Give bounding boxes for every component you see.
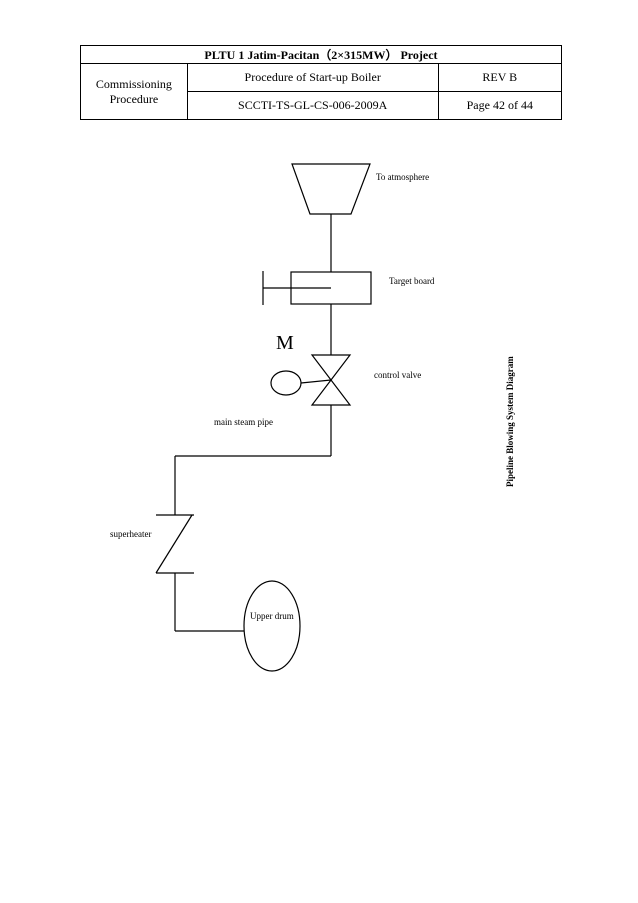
target-board-label: Target board: [389, 276, 435, 286]
valve-upper-triangle: [310, 354, 352, 381]
diagram-side-title: Pipeline Blowing System Diagram: [505, 356, 515, 487]
main-steam-pipe-label: main steam pipe: [214, 417, 273, 427]
revision-label: REV B: [437, 63, 563, 92]
valve-lower-triangle: [310, 379, 352, 406]
document-header: PLTU 1 Jatim-Pacitan（2×315MW） Project Co…: [80, 45, 563, 120]
to-atmosphere-label: To atmosphere: [376, 172, 429, 182]
superheater-label: superheater: [110, 529, 151, 539]
superheater-coil: [155, 514, 193, 574]
motor-symbol: M: [276, 332, 294, 354]
document-code: SCCTI-TS-GL-CS-006-2009A: [186, 91, 439, 120]
control-valve-label: control valve: [374, 370, 421, 380]
page-number: Page 42 of 44: [437, 91, 563, 120]
exhaust-funnel-shape: [291, 163, 371, 215]
valve-actuator-stem: [300, 379, 332, 384]
valve-actuator-circle: [270, 370, 302, 396]
upper-drum-label: Upper drum: [250, 611, 294, 621]
procedure-name: Procedure of Start-up Boiler: [186, 63, 439, 92]
upper-drum-shape: [243, 580, 301, 672]
